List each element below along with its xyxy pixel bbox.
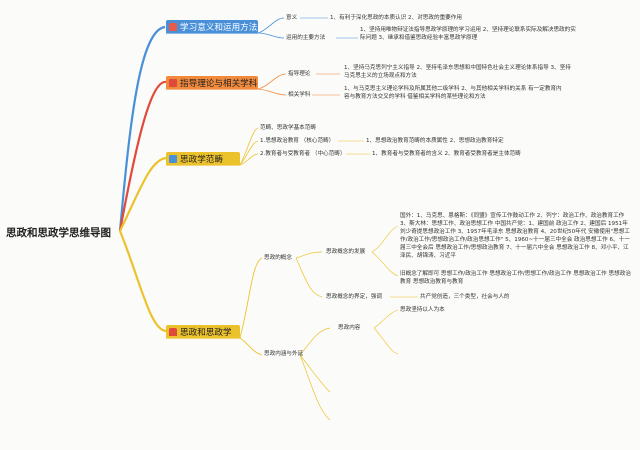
branch-label: 思政学范畴 [180,154,223,165]
branch-label: 思政和思政学 [180,327,232,338]
home-icon [169,327,177,336]
branch-category[interactable]: 思政学范畴 [166,152,240,165]
cross-tools-icon [169,22,177,31]
node-fazhan-text1: 国外：1、马克思、恩格斯：《同盟》宣传工作鼓动工作 2、列宁：政治工作、政治教育… [400,213,630,259]
branch-label: 学习意义和运用方法 [180,22,258,33]
branch-learning-significance[interactable]: 学习意义和运用方法 [166,20,258,33]
node-gainian: 思政的概念 [264,255,292,261]
branch-sizheng[interactable]: 思政和思政学 [166,325,240,338]
node-b3-r2-text: 1、教育者与受教育者的含义 2、教育者受教育者是主体范畴 [372,151,521,157]
node-xiangguan-text: 1、与马克思主义理论学科及所属其他二级学科 2、与其他相关学科的关系 有一定教育… [344,86,562,100]
node-zhidao: 指导理论 [288,71,311,77]
node-b3-r2: 2.教育者与受教育者 （中心范畴） [260,151,346,157]
node-zhidao-text: 1、坚持马克思列宁主义指导 2、坚持毛泽东思想和中国特色社会主义理论体系指导 3… [344,65,571,79]
branch-label: 指导理论与相关学科 [180,78,258,89]
node-neihan: 思政内涵与外延 [264,351,304,357]
node-fangfa-text: 1、坚持用唯物辩证法指导思政学原理的学习运用 2、坚持理论联系实际及解决思政的实… [360,27,576,41]
node-b3-r1-text: 1、思想政治教育范畴的本质属性 2、思想政治教育特定 [366,138,504,144]
node-fazhan-text2: 旧概念了解即可 思想工作/政治工作 思想政治工作/思想工作/政治工作 思想政治工… [400,271,631,285]
grid-icon [169,154,177,163]
branch-guiding-theory[interactable]: 指导理论与相关学科 [166,76,258,89]
node-b3-head: 范畴、思政学基本范畴 [260,125,316,131]
node-fangfa: 运用的主要方法 [286,35,326,41]
node-yiyi-text: 1、有利于深化思政的本质认识 2、对思政的重要作用 [330,15,462,21]
node-fazhan: 思政概念的发展 [326,249,366,255]
flag-icon [169,78,177,87]
root-title: 思政和思政学思维导图 [6,226,111,239]
node-neirong-text: 思政坚持以人为本 [400,307,445,313]
node-xiangguan: 相关学科 [288,92,311,98]
node-b3-r1: 1.思想政治教育 （核心范畴） [260,138,335,144]
node-neirong: 思政内容 [338,325,361,331]
node-yiyi: 意义 [286,15,298,21]
node-jieding: 思政概念的界定，强调 [326,294,382,300]
node-jieding-text: 共产党创造，三个类型，社会与人的 [420,294,510,300]
